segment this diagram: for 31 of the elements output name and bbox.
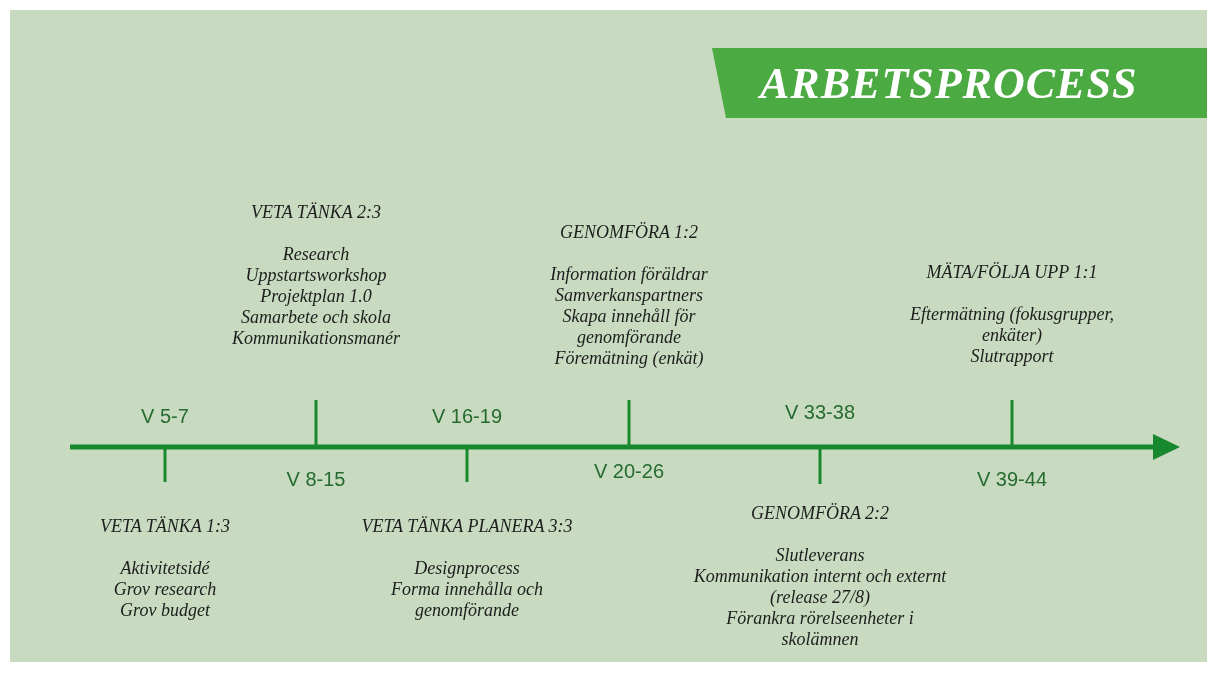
week-label: V 8-15 [286,468,346,491]
phase-heading: VETA TÄNKA 1:3 [100,516,230,537]
phase-item: Uppstartsworkshop [245,265,387,286]
phase-item: Samverkanspartners [555,285,703,306]
phase-item: Slutrapport [970,346,1054,367]
phase-heading: VETA TÄNKA PLANERA 3:3 [361,516,573,537]
phase-item: Designprocess [414,558,520,579]
phase-heading: MÄTA/FÖLJA UPP 1:1 [926,262,1098,283]
phase-item: Aktivitetsidé [120,558,210,579]
phase-item: Kommunikationsmanér [232,328,400,349]
phase-item: Information föräldrar [550,264,708,285]
phase-item: Skapa innehåll för genomförande [561,306,697,348]
phase-item: Forma innehålla och genomförande [390,579,544,621]
phase-heading: GENOMFÖRA 1:2 [559,222,699,243]
week-label: V 16-19 [431,405,503,428]
phase-item: Förankra rörelseenheter i skolämnen [725,608,915,650]
phase-item: Grov budget [120,600,210,621]
week-label: V 20-26 [593,460,665,483]
week-label: V 33-38 [784,401,856,424]
phase-item: Samarbete och skola [241,307,391,328]
phase-item: Projektplan 1.0 [260,286,372,307]
week-label: V 5-7 [141,405,189,428]
phase-item: Slutleverans [775,545,865,566]
phase-item: Eftermätning (fokusgrupper, enkäter) [909,304,1115,346]
phase-item: Kommunikation internt och externt (release 27/8) [692,566,948,608]
week-label: V 39-44 [976,468,1048,491]
phase-item: Föremätning (enkät) [554,348,704,369]
phase-item: Grov research [113,579,217,600]
phase-heading: GENOMFÖRA 2:2 [750,503,890,524]
phase-item: Research [282,244,350,265]
phase-heading: VETA TÄNKA 2:3 [251,202,381,223]
